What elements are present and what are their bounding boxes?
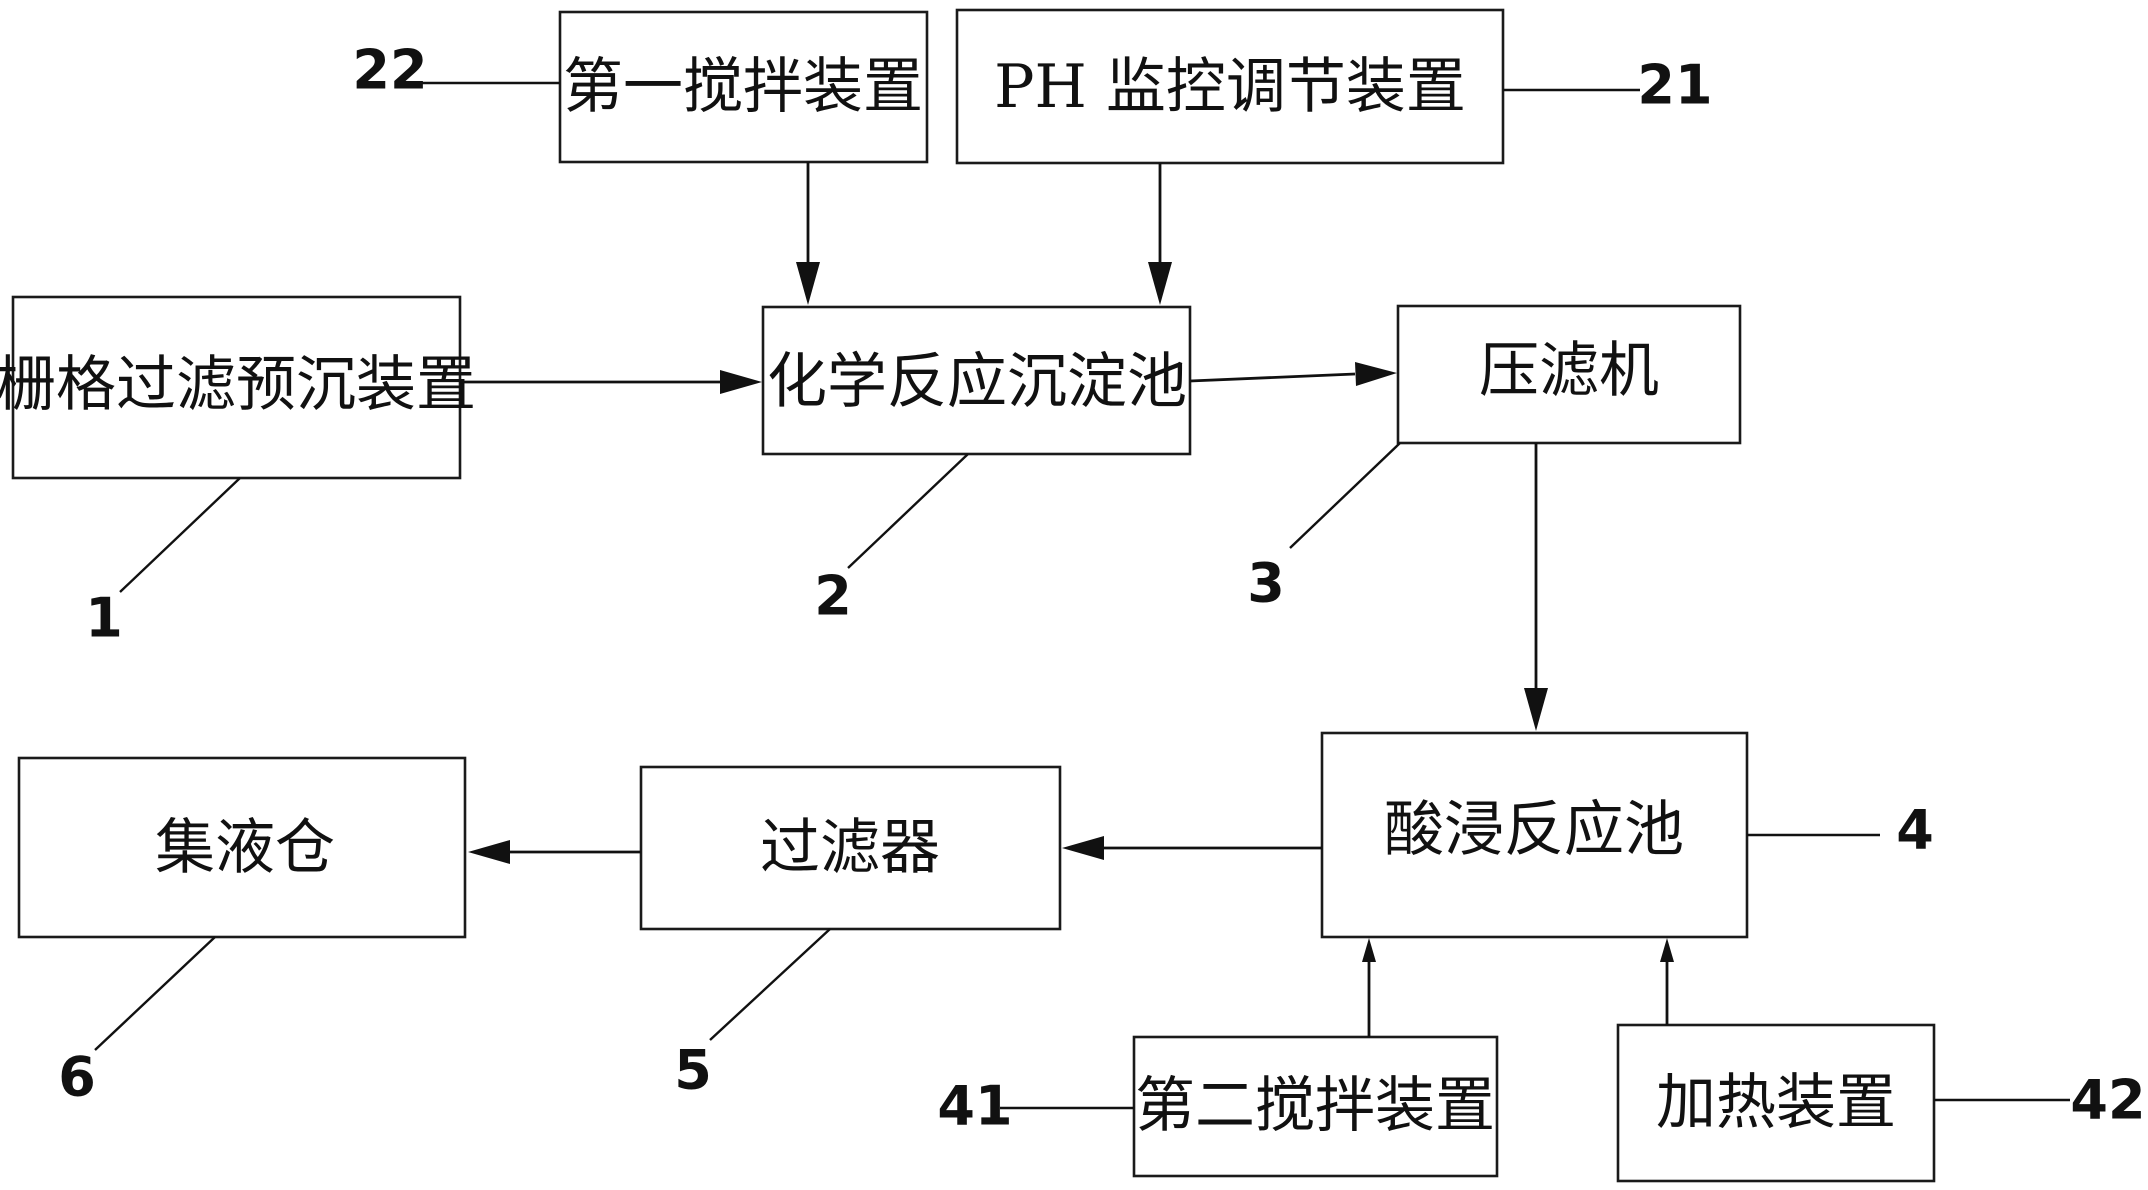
ref-number-6: 6 <box>58 1046 96 1109</box>
box-chem-reaction-tank-label: 化学反应沉淀池 <box>767 347 1187 417</box>
leader-line-1 <box>119 477 241 593</box>
arrow-first-stirrer-to-reaction-tank <box>796 162 820 305</box>
box-filter-label: 过滤器 <box>760 813 940 883</box>
arrow-acid-leach-tank-to-filter <box>1062 836 1322 860</box>
box-acid-leach-tank: 酸浸反应池 <box>1320 731 1749 939</box>
ref-number-42: 42 <box>2070 1069 2145 1132</box>
ref-number-41: 41 <box>937 1075 1012 1138</box>
arrow-second-stirrer-to-acid-leach-tank <box>1362 938 1376 1037</box>
box-heater: 加热装置 <box>1616 1023 1936 1183</box>
box-first-stirrer: 第一搅拌装置 <box>558 10 929 164</box>
box-collection-tank: 集液仓 <box>17 756 467 939</box>
box-filter-press-label: 压滤机 <box>1479 336 1659 406</box>
box-grille-filter: 栅格过滤预沉装置 <box>0 295 476 480</box>
box-filter: 过滤器 <box>639 765 1062 931</box>
box-ph-control-label: PH 监控调节装置 <box>994 52 1466 122</box>
ref-number-21: 21 <box>1637 54 1712 117</box>
leader-line-6 <box>94 936 216 1051</box>
box-heater-label: 加热装置 <box>1656 1068 1896 1138</box>
leader-line-2 <box>847 453 969 569</box>
arrow-heater-to-acid-leach-tank <box>1660 938 1674 1025</box>
box-filter-press: 压滤机 <box>1396 304 1742 445</box>
leader-line-3 <box>1289 442 1401 549</box>
arrow-reaction-tank-to-filter-press <box>1189 362 1397 386</box>
box-ph-control: PH 监控调节装置 <box>955 8 1505 165</box>
arrow-grille-filter-to-reaction-tank <box>460 370 762 394</box>
box-acid-leach-tank-label: 酸浸反应池 <box>1384 795 1684 865</box>
arrow-filter-to-collection-tank <box>468 840 641 864</box>
box-second-stirrer: 第二搅拌装置 <box>1132 1035 1499 1178</box>
arrow-filter-press-to-acid-leach-tank <box>1524 443 1548 731</box>
box-collection-tank-label: 集液仓 <box>155 813 335 883</box>
ref-number-3: 3 <box>1247 552 1285 615</box>
ref-number-2: 2 <box>814 565 852 628</box>
ref-number-22: 22 <box>352 39 427 102</box>
arrow-ph-control-to-reaction-tank <box>1148 163 1172 305</box>
ref-number-4: 4 <box>1896 799 1934 862</box>
leader-line-5 <box>709 928 831 1041</box>
box-second-stirrer-label: 第二搅拌装置 <box>1135 1071 1495 1141</box>
ref-number-5: 5 <box>674 1039 712 1102</box>
box-first-stirrer-label: 第一搅拌装置 <box>563 52 923 122</box>
box-chem-reaction-tank: 化学反应沉淀池 <box>761 305 1192 456</box>
ref-number-1: 1 <box>85 587 123 650</box>
box-grille-filter-label: 栅格过滤预沉装置 <box>0 350 476 420</box>
